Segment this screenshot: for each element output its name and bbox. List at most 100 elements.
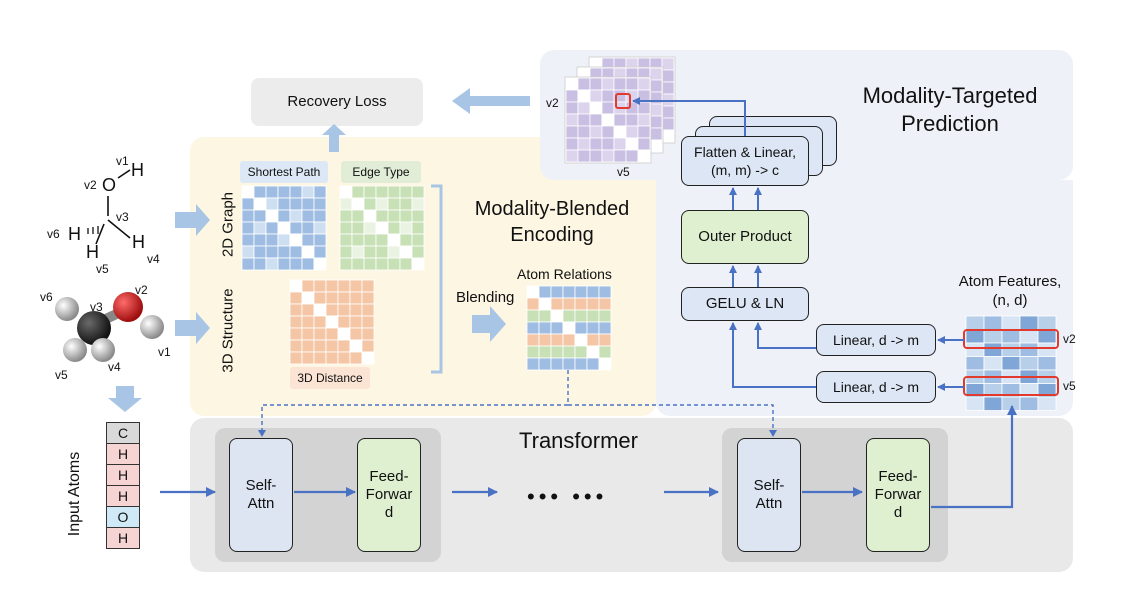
matrix-cell <box>965 396 985 411</box>
matrix-cell <box>1019 329 1039 344</box>
matrix-cell <box>577 113 591 127</box>
mol2d-v2: v2 <box>84 178 97 192</box>
dashed-arrowhead-2 <box>769 430 777 437</box>
matrix-cell <box>574 321 588 335</box>
prediction-matrix-stack <box>564 56 676 164</box>
matrix-cell <box>289 197 303 211</box>
matrix-cell <box>538 285 552 299</box>
mol3d-h-v5 <box>63 338 87 362</box>
mol3d-v2: v2 <box>135 283 148 297</box>
matrix-cell <box>241 233 255 247</box>
mol3d-v1: v1 <box>158 345 171 359</box>
flatten-linear-box: Flatten & Linear, (m, m) -> c <box>681 136 809 186</box>
matrix-cell <box>277 233 291 247</box>
matrix-cell <box>550 297 564 311</box>
matrix-cell <box>313 257 327 271</box>
matrix-cell <box>325 339 339 353</box>
matrix-cell <box>387 221 401 235</box>
matrix-cell <box>613 125 627 139</box>
matrix-cell <box>313 303 327 317</box>
matrix-cell <box>349 291 363 305</box>
matrix-cell <box>625 137 639 151</box>
matrix-cell <box>526 345 540 359</box>
mol2d-bonds <box>95 169 131 245</box>
matrix-cell <box>387 185 401 199</box>
mol3d-h-v6 <box>55 297 79 321</box>
matrix-cell <box>586 285 600 299</box>
matrix-cell <box>589 77 603 91</box>
matrix-cell <box>1037 356 1057 371</box>
matrix-cell <box>538 309 552 323</box>
matrix-cell <box>241 209 255 223</box>
matrix-cell <box>313 315 327 329</box>
mol2d-atom-h-v6: H <box>68 224 81 244</box>
distance3d-label: 3D Distance <box>290 367 370 389</box>
matrix-cell <box>313 185 327 199</box>
modality-targeted-line2: Prediction <box>901 111 999 136</box>
matrix-cell <box>301 209 315 223</box>
flatten-linear-line1: Flatten & Linear, <box>694 144 796 160</box>
matrix-cell <box>301 291 315 305</box>
matrix-cell <box>253 185 267 199</box>
matrix-cell <box>253 197 267 211</box>
matrix-cell <box>598 357 612 371</box>
matrix-cell <box>349 327 363 341</box>
matrix-cell <box>387 233 401 247</box>
mol2d-atom-h-v4: H <box>132 232 145 252</box>
matrix-cell <box>1037 396 1057 411</box>
matrix-cell <box>589 101 603 115</box>
ellipsis: ••• ••• <box>527 484 608 509</box>
matrix-cell <box>301 197 315 211</box>
mol2d-atom-o: O <box>102 175 117 195</box>
matrix-cell <box>301 315 315 329</box>
matrix-cell <box>538 297 552 311</box>
matrix-cell <box>526 357 540 371</box>
matrix-cell <box>1037 329 1057 344</box>
matrix-cell <box>325 291 339 305</box>
matrix-cell <box>277 257 291 271</box>
matrix-cell <box>349 303 363 317</box>
matrix-cell <box>289 233 303 247</box>
matrix-cell <box>637 113 651 127</box>
mol3d-v5: v5 <box>55 368 68 382</box>
matrix-cell <box>649 103 663 117</box>
matrix-cell <box>375 233 389 247</box>
matrix-cell <box>351 245 365 259</box>
matrix-cell <box>289 351 303 365</box>
mol3d-v4: v4 <box>108 360 121 374</box>
matrix-cell <box>265 209 279 223</box>
matrix-cell <box>351 185 365 199</box>
matrix-cell <box>562 345 576 359</box>
blending-label: Blending <box>456 289 515 306</box>
matrix-cell <box>601 113 615 127</box>
outer-product-box: Outer Product <box>681 210 809 264</box>
matrix-cell <box>289 303 303 317</box>
mol3d-h-v1 <box>140 315 164 339</box>
pred-highlight-cell <box>615 93 631 109</box>
matrix-cell <box>562 321 576 335</box>
matrix-cell <box>589 149 603 163</box>
matrix-cell <box>983 329 1003 344</box>
matrix-cell <box>337 279 351 293</box>
matrix-cell <box>562 333 576 347</box>
matrix-cell <box>526 321 540 335</box>
matrix-cell <box>313 221 327 235</box>
matrix-cell <box>965 329 985 344</box>
matrix-cell <box>387 257 401 271</box>
matrix-cell <box>265 185 279 199</box>
matrix-cell <box>375 245 389 259</box>
matrix-cell <box>661 129 675 143</box>
matrix-cell <box>363 233 377 247</box>
matrix-cell <box>613 137 627 151</box>
matrix-cell <box>637 149 651 163</box>
matrix-cell <box>301 351 315 365</box>
matrix-cell <box>289 257 303 271</box>
atom-features-v2: v2 <box>1063 332 1076 346</box>
matrix-cell <box>313 279 327 293</box>
matrix-cell <box>411 209 425 223</box>
matrix-cell <box>241 185 255 199</box>
matrix-cell <box>565 77 579 91</box>
matrix-cell <box>550 345 564 359</box>
matrix-cell <box>601 125 615 139</box>
matrix-cell <box>265 245 279 259</box>
